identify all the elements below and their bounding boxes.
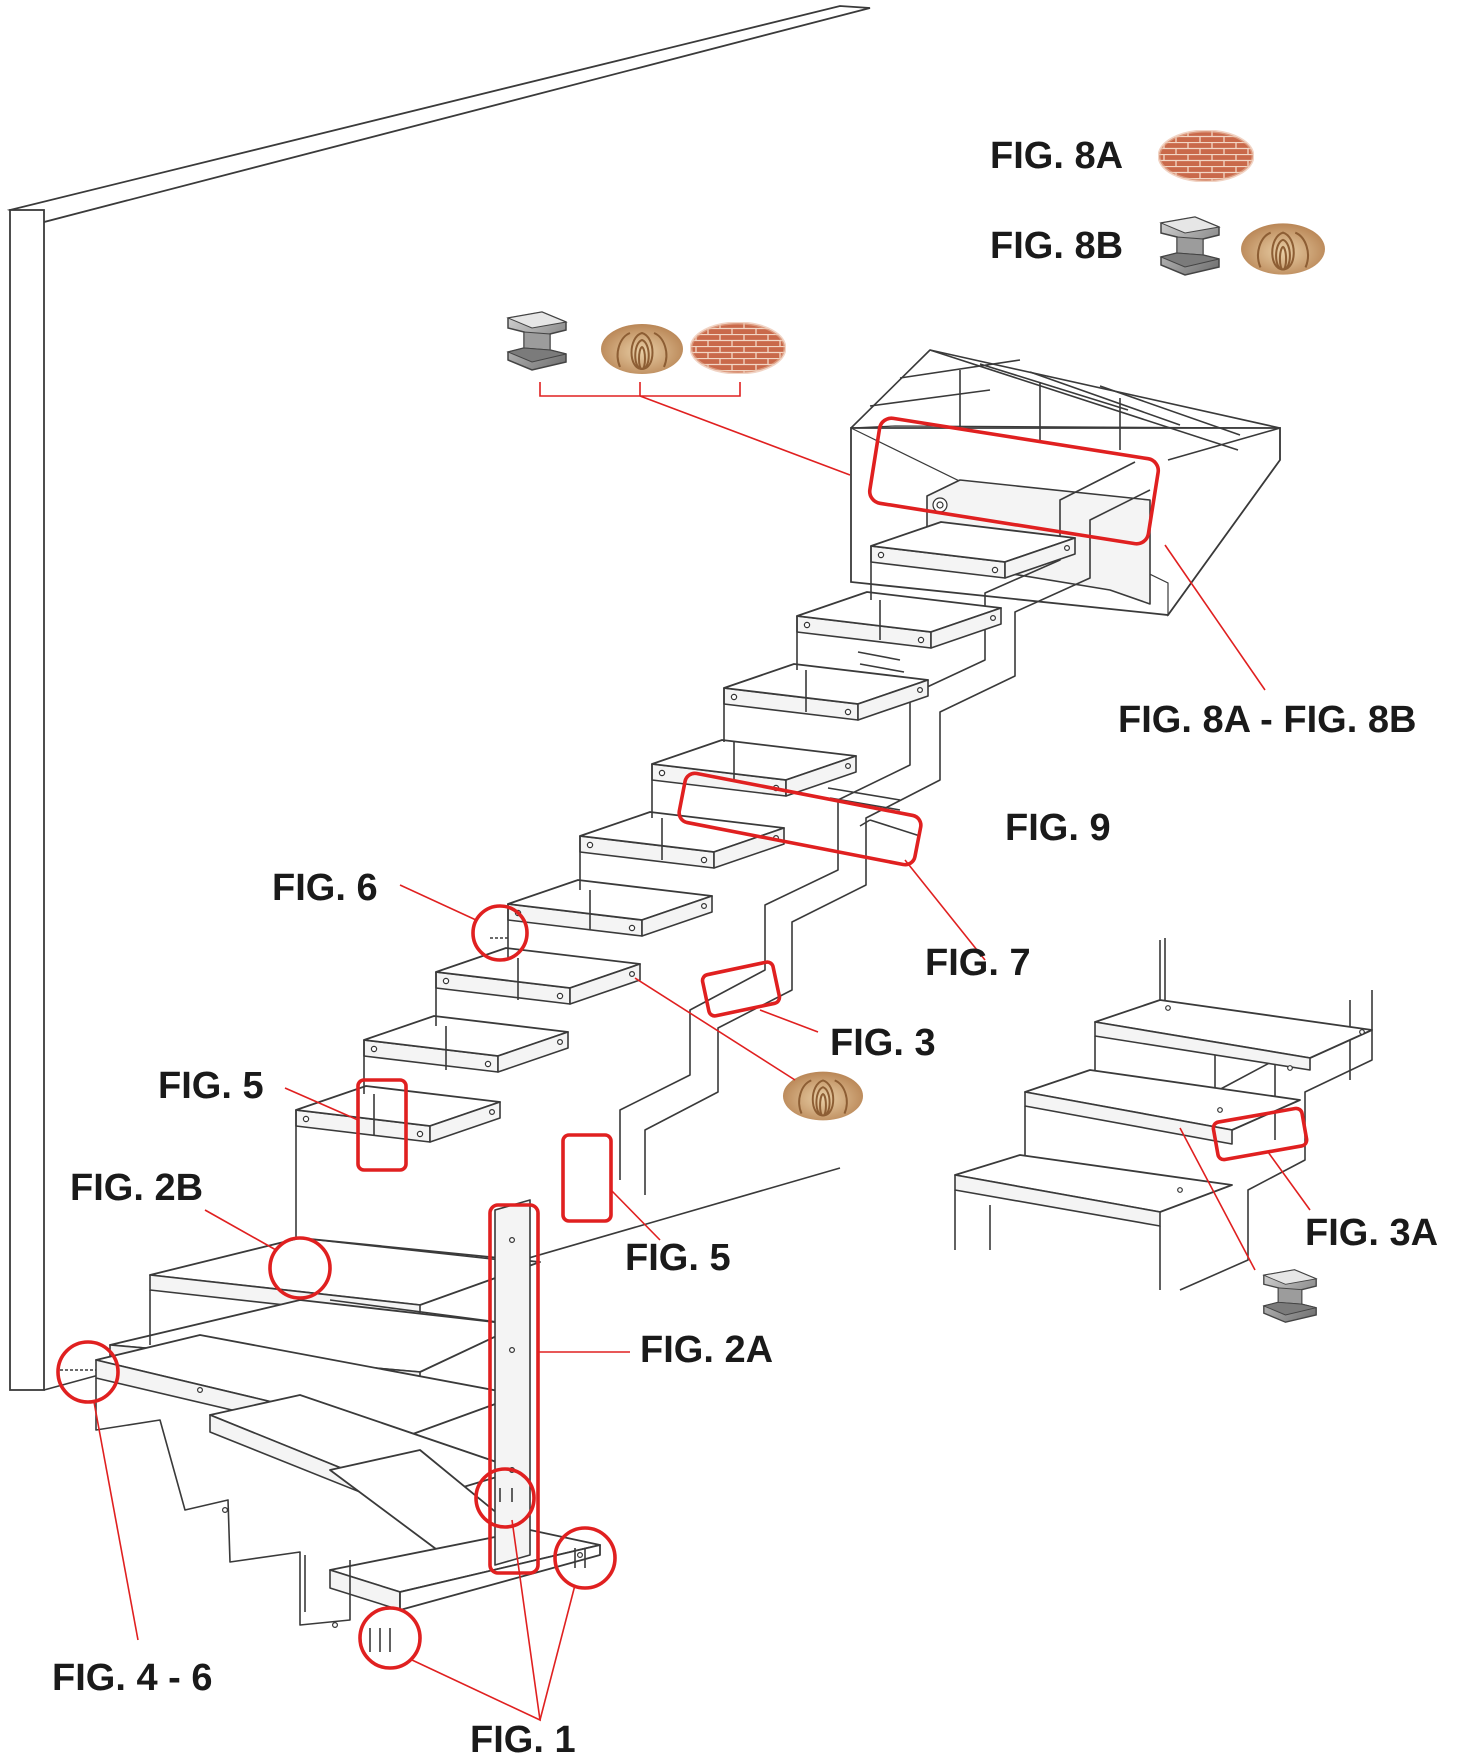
label-fig-5-left: FIG. 5 [158, 1065, 264, 1107]
steel-i-beam-icon [1160, 216, 1220, 276]
figure-labels: FIG. 8A FIG. 8B FIG. 8A - FIG. 8B FIG. 9… [52, 135, 1438, 1761]
callout-fig-3a [1211, 1106, 1309, 1162]
label-fig-4-6: FIG. 4 - 6 [52, 1657, 212, 1699]
upper-floor-slab [850, 349, 1281, 617]
label-fig-9: FIG. 9 [1005, 807, 1111, 849]
label-fig-1: FIG. 1 [470, 1719, 576, 1761]
label-fig-8a-legend: FIG. 8A [990, 135, 1123, 177]
winder-flight [95, 1160, 601, 1628]
callout-fig-2b [268, 1236, 332, 1300]
label-fig-5-right: FIG. 5 [625, 1237, 731, 1279]
wall-side-stringer [295, 546, 921, 1160]
label-fig-2b: FIG. 2B [70, 1167, 203, 1209]
treads [295, 521, 1076, 1143]
callout-fig-4-6 [56, 1340, 120, 1404]
label-fig-2a: FIG. 2A [640, 1329, 773, 1371]
steel-i-beam-icon [1263, 1269, 1317, 1323]
label-fig-8b-legend: FIG. 8B [990, 225, 1123, 267]
callout-fig-5-right [561, 1133, 613, 1223]
wood-grain-icon [782, 1070, 864, 1122]
callout-fig-1-c [553, 1526, 617, 1590]
steel-i-beam-icon [507, 311, 567, 371]
label-fig-3: FIG. 3 [830, 1022, 936, 1064]
wall [6, 5, 871, 1391]
wood-grain-icon [600, 322, 684, 376]
material-group-top [507, 311, 851, 476]
side-detail-fig-3a [954, 938, 1373, 1291]
callout-fig-6 [471, 904, 529, 962]
legend-fig-8a [1158, 130, 1254, 182]
callout-fig-7 [677, 771, 923, 867]
label-fig-6: FIG. 6 [272, 867, 378, 909]
brick-wall-icon [1158, 130, 1254, 182]
callout-fig-2a [488, 1203, 540, 1575]
callout-fig-5-left [356, 1078, 408, 1172]
label-fig-3a: FIG. 3A [1305, 1212, 1438, 1254]
callouts [56, 416, 1311, 1722]
label-fig-8a-8b: FIG. 8A - FIG. 8B [1118, 699, 1416, 741]
legend-fig-8b [1160, 216, 1326, 276]
callout-fig-1-a [358, 1606, 422, 1670]
wood-grain-icon [1240, 222, 1326, 276]
brick-wall-icon [690, 322, 786, 374]
callout-fig-8 [867, 416, 1161, 546]
callout-fig-1-b [474, 1467, 536, 1529]
callout-fig-3 [700, 960, 782, 1018]
label-fig-7: FIG. 7 [925, 942, 1031, 984]
